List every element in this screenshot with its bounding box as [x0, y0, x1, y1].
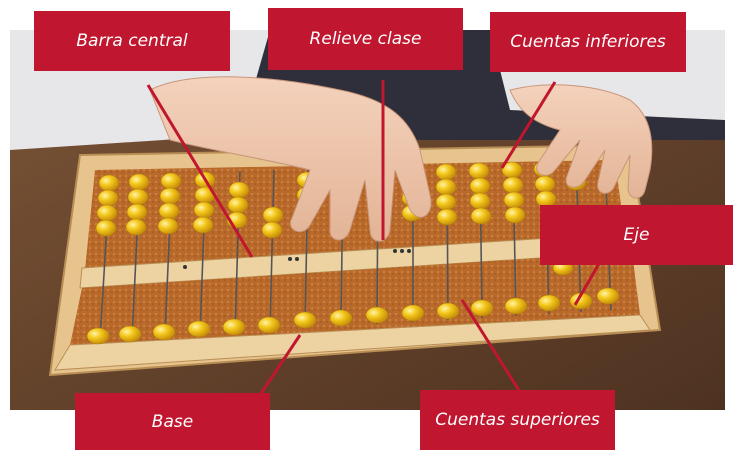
- label-relieve-clase: Relieve clase: [268, 8, 463, 70]
- bar-dot: [183, 265, 187, 269]
- label-cuentas-inferiores: Cuentas inferiores: [490, 12, 686, 72]
- leader-cuentas-inferiores: [500, 81, 557, 169]
- label-eje: Eje: [540, 205, 733, 265]
- bar-dot: [407, 249, 411, 253]
- label-barra-central: Barra central: [34, 11, 230, 71]
- base-bar: [54, 314, 651, 371]
- leader-cuentas-superiores: [460, 299, 522, 393]
- leader-barra-central: [146, 84, 254, 258]
- lower-cork: [70, 252, 640, 345]
- bar-dot: [288, 257, 292, 261]
- bar-dot: [295, 257, 299, 261]
- label-base: Base: [75, 393, 270, 450]
- right-hand: [509, 84, 653, 199]
- label-cuentas-superiores: Cuentas superiores: [420, 390, 615, 450]
- leader-eje: [573, 261, 602, 306]
- bar-dot: [400, 249, 404, 253]
- bar-dot: [393, 249, 397, 253]
- leader-base: [258, 334, 302, 396]
- lower-beads: [86, 260, 620, 345]
